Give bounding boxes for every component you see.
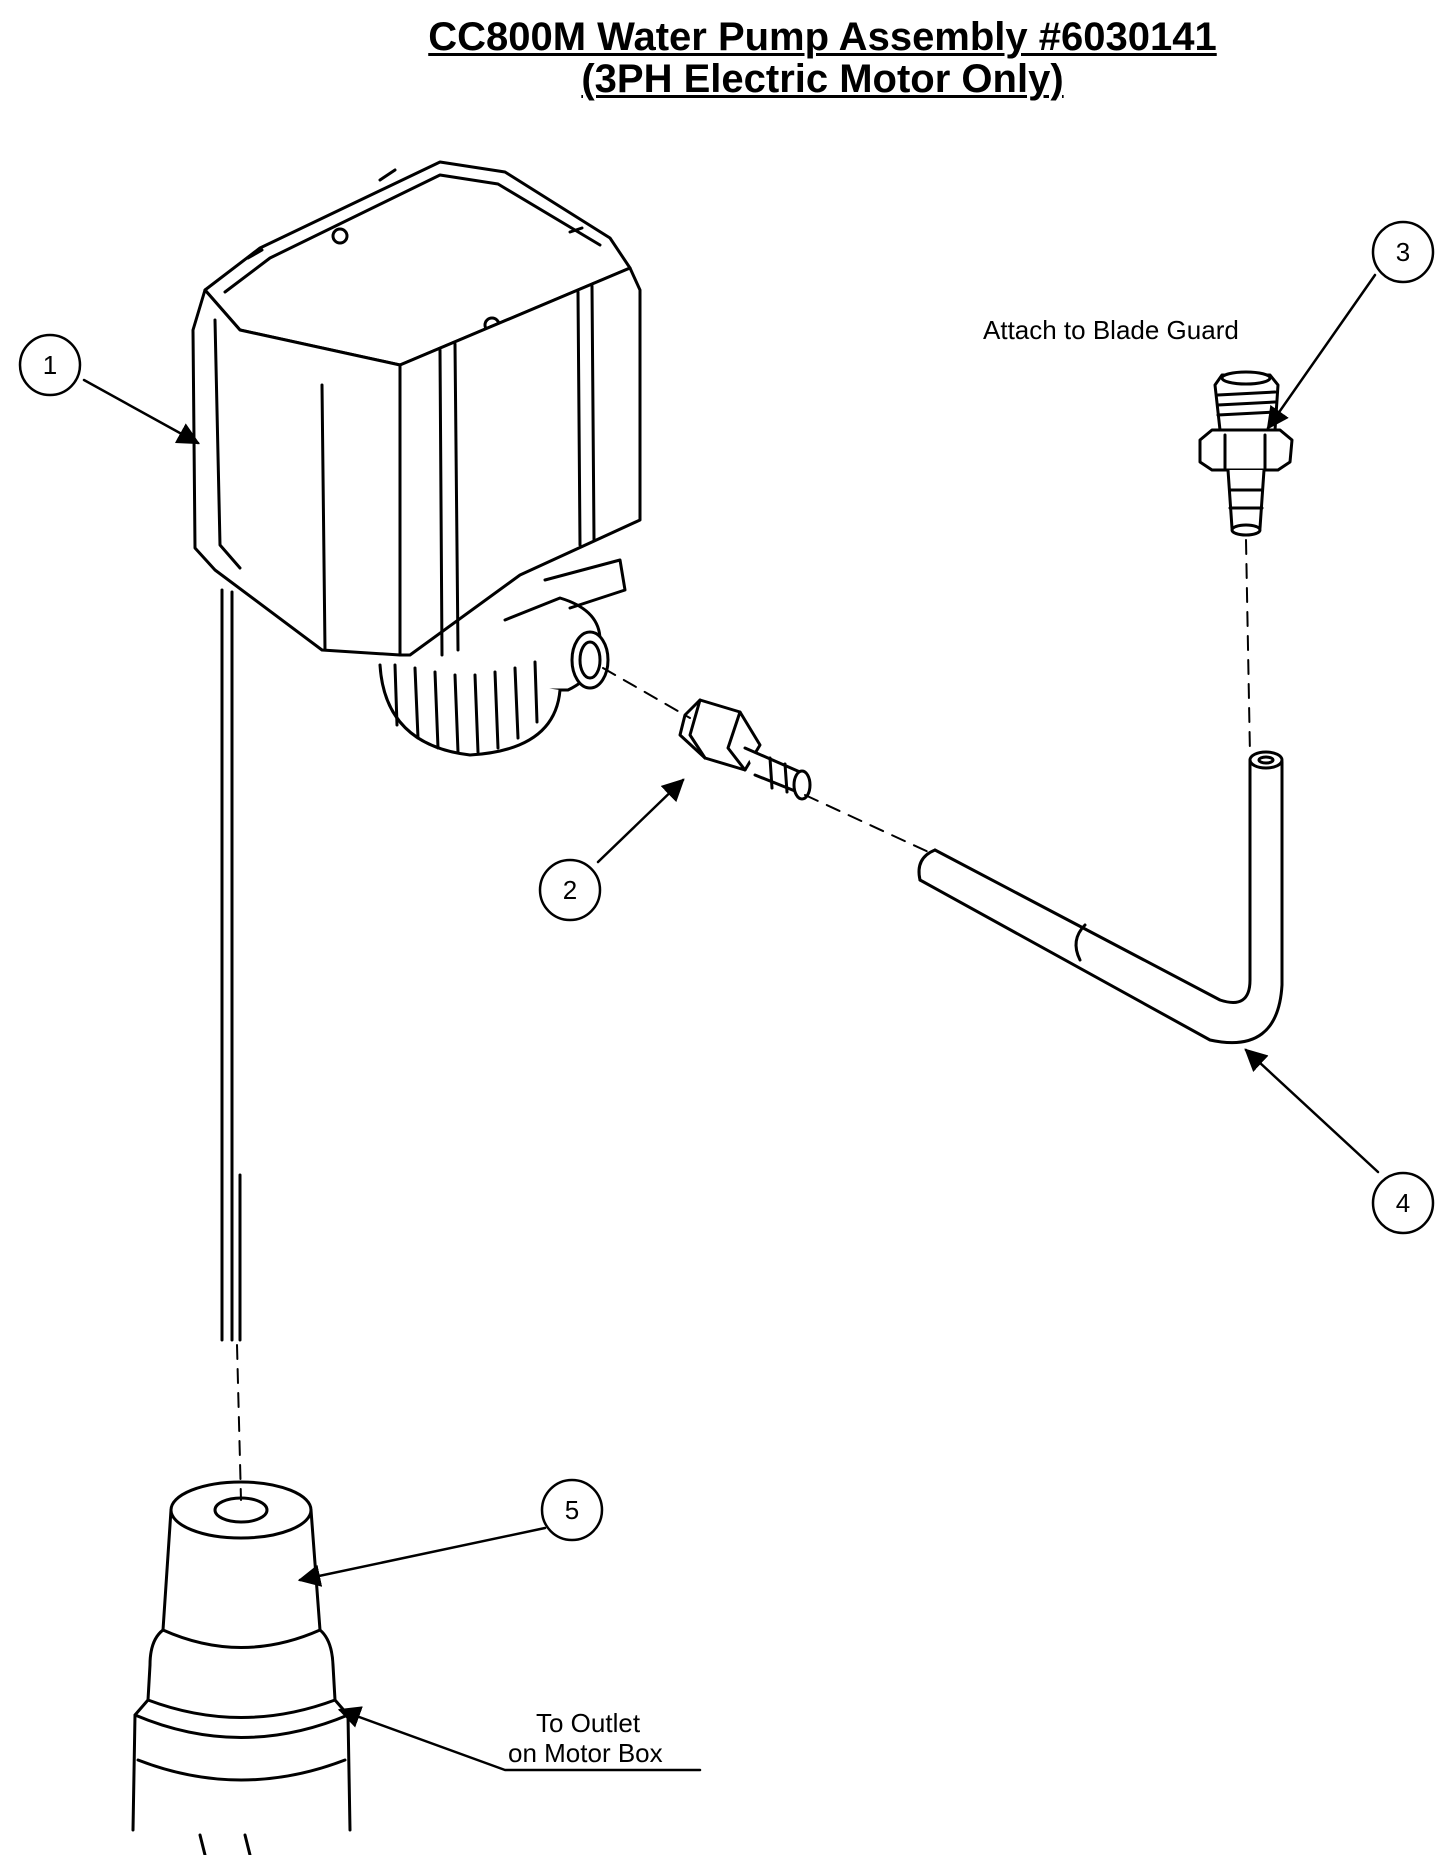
callout-circle-2 [538,858,602,922]
hose-fitting-part [678,698,812,801]
diagram-title-line1: CC800M Water Pump Assembly #6030141 [428,15,1217,59]
callout-circle-1 [18,333,82,397]
pump-motor-part [191,160,642,1342]
diagram-title-line2: (3PH Electric Motor Only) [581,57,1064,101]
callout-circle-4 [1371,1171,1435,1235]
callout-number-3: 3 [1395,237,1411,267]
note-outlet-line2: on Motor Box [508,1738,663,1768]
callout-circle-3 [1371,220,1435,284]
callout-number-5: 5 [564,1495,580,1525]
callout-number-4: 4 [1395,1188,1411,1218]
hose-part [917,750,1284,1045]
callout-circles [18,220,1435,1542]
callout-number-2: 2 [562,875,578,905]
leader-arrows [82,273,1380,1772]
assembly-lines [236,539,1251,1501]
cord-connector-part [131,1480,352,1855]
note-outlet-line1: To Outlet [536,1708,641,1738]
barb-fitting-part [1198,370,1294,537]
note-attach-blade-guard: Attach to Blade Guard [983,315,1239,345]
callout-number-1: 1 [42,350,58,380]
callout-circle-5 [540,1478,604,1542]
